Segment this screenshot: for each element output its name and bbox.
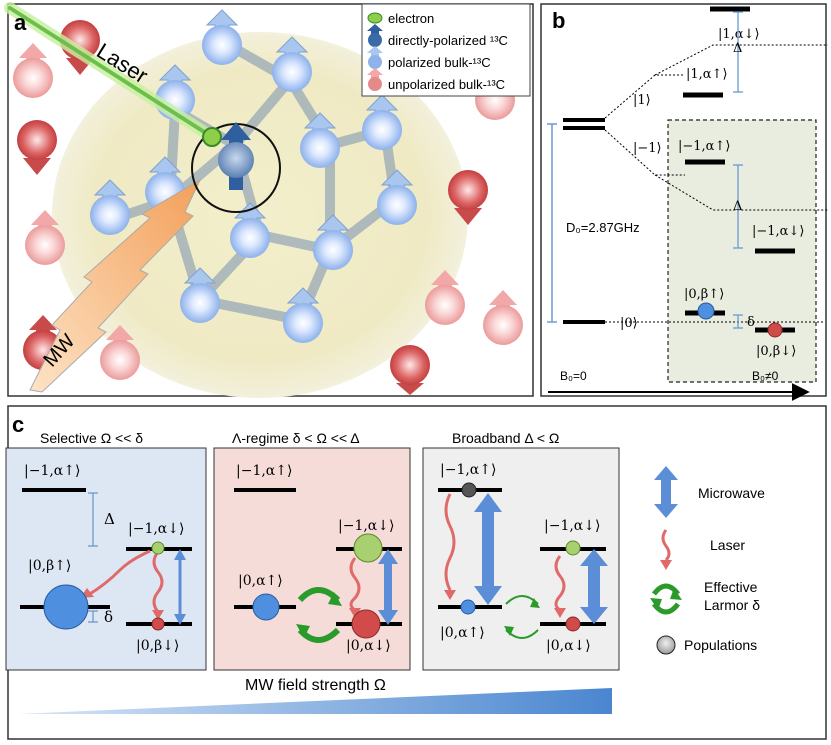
sel-laser-down bbox=[152, 551, 164, 613]
legend-laser: Laser bbox=[710, 537, 745, 553]
panel-b-letter: b bbox=[552, 8, 565, 33]
ket-0-bd: |0,β↓⟩ bbox=[756, 344, 796, 359]
zero-field-bracket bbox=[547, 123, 557, 323]
bb-laser-left bbox=[444, 493, 456, 591]
sel-pop-bot-left bbox=[43, 584, 89, 630]
panel-a-legend: electron directly-polarized ¹³C polarize… bbox=[361, 3, 531, 97]
ket-0-bu: |0,β↑⟩ bbox=[684, 287, 724, 302]
delta-lower: Δ bbox=[733, 199, 742, 214]
legend-direct: directly-polarized ¹³C bbox=[388, 33, 508, 48]
sel-ket-bot-right: |0,β↓⟩ bbox=[136, 638, 179, 654]
mw-zigzag bbox=[29, 178, 202, 393]
legend-direct-icon bbox=[367, 24, 383, 47]
sel-ket-top-right: |−1,α↓⟩ bbox=[128, 521, 184, 537]
laser-beam bbox=[4, 2, 218, 143]
sel-ket-top-left: |−1,α↑⟩ bbox=[24, 463, 80, 479]
delta-bracket-lower bbox=[733, 164, 743, 249]
population-0-bd bbox=[767, 322, 783, 338]
panel-c-legend: Microwave Laser Effective Larmor δ Popul… bbox=[650, 466, 765, 655]
directly-polarized-spin bbox=[218, 122, 254, 190]
lambda-title: Λ-regime δ < Ω << Δ bbox=[232, 430, 360, 446]
bb-pop-top-right bbox=[565, 540, 581, 556]
selective-regime: Selective Ω << δ |−1,α↑⟩ |−1,α↓⟩ |0,β↑⟩ … bbox=[5, 430, 207, 671]
level-connectors bbox=[604, 44, 828, 323]
population-0-bu bbox=[697, 302, 715, 320]
panel-a-letter: a bbox=[14, 10, 27, 35]
ket-m1-ad: |−1,α↓⟩ bbox=[752, 224, 804, 239]
sel-pop-bot-right bbox=[151, 617, 165, 631]
sel-ket-bot-left: |0,β↑⟩ bbox=[28, 558, 71, 574]
bb-pop-bot-right bbox=[565, 616, 581, 632]
legend-electron-icon bbox=[367, 12, 383, 24]
bb-ket-bot-right: |0,α↓⟩ bbox=[546, 638, 591, 654]
lam-ket-bot-right: |0,α↓⟩ bbox=[346, 638, 391, 654]
panel-a: Laser MW a electron directly-polarized ¹… bbox=[4, 2, 534, 398]
legend-laser-icon bbox=[661, 529, 671, 562]
legend-larmor: Larmor δ bbox=[704, 597, 760, 613]
polarized-spins bbox=[90, 9, 417, 343]
sel-small-delta: δ bbox=[104, 608, 113, 626]
ket-1-au: |1,α↑⟩ bbox=[686, 67, 728, 82]
sel-big-delta: Δ bbox=[104, 510, 115, 528]
bb-ket-top-left: |−1,α↑⟩ bbox=[440, 462, 496, 478]
field-strength-label: MW field strength Ω bbox=[245, 677, 386, 694]
lam-ket-bot-left: |0,α↑⟩ bbox=[238, 573, 283, 589]
ket-1-ad: |1,α↓⟩ bbox=[718, 27, 760, 42]
sel-pop-top-right bbox=[151, 541, 165, 555]
zero-field-splitting: D₀=2.87GHz bbox=[566, 220, 640, 235]
selective-box bbox=[5, 447, 207, 671]
legend-unpolarized-icon bbox=[367, 68, 383, 91]
lam-laser bbox=[349, 557, 361, 612]
legend-polarized-icon bbox=[367, 46, 383, 69]
broadband-title: Broadband Δ < Ω bbox=[452, 430, 559, 446]
bb-ket-top-right: |−1,α↓⟩ bbox=[544, 518, 600, 534]
electron-icon bbox=[202, 127, 222, 147]
panel-c: c Selective Ω << δ |−1,α↑⟩ |−1,α↓⟩ |0,β↑… bbox=[5, 405, 827, 740]
legend-microwave: Microwave bbox=[698, 485, 765, 501]
ket-minus-one: |−1⟩ bbox=[633, 141, 662, 156]
lambda-regime: Λ-regime δ < Ω << Δ |−1,α↑⟩ |−1,α↓⟩ |0,α… bbox=[213, 430, 411, 671]
lam-pop-bot-left bbox=[252, 593, 280, 621]
panel-c-letter: c bbox=[12, 412, 24, 437]
bb-pop-top-left bbox=[461, 482, 477, 498]
lam-ket-top-left: |−1,α↑⟩ bbox=[236, 463, 292, 479]
selective-title: Selective Ω << δ bbox=[40, 430, 143, 446]
delta-small-bracket bbox=[733, 314, 743, 329]
delta-bracket-upper bbox=[733, 11, 743, 93]
lam-ket-top-right: |−1,α↓⟩ bbox=[338, 518, 394, 534]
broadband-regime: Broadband Δ < Ω |−1,α↑⟩ |−1,α↓⟩ |0,α↑⟩ |… bbox=[422, 430, 620, 671]
legend-populations-icon bbox=[656, 635, 676, 655]
b0-nonzero-label: B₀≠0 bbox=[752, 369, 779, 383]
delta-upper: Δ bbox=[733, 41, 742, 56]
ket-m1-au: |−1,α↑⟩ bbox=[678, 139, 730, 154]
legend-polarized: polarized bulk-¹³C bbox=[388, 55, 491, 70]
legend-unpolarized: unpolarized bulk-¹³C bbox=[388, 77, 505, 92]
delta-small: δ bbox=[747, 315, 755, 330]
legend-electron: electron bbox=[388, 11, 434, 26]
bb-pop-bot-left bbox=[460, 599, 476, 615]
sel-delta-bracket bbox=[88, 492, 98, 623]
panel-b: b D₀=2.87GHz |1⟩ |−1⟩ |0⟩ |1,α↓⟩ |1,α↑⟩ bbox=[540, 3, 828, 401]
lam-pop-bot-right bbox=[351, 609, 381, 639]
field-strength-ramp bbox=[18, 688, 612, 714]
legend-populations: Populations bbox=[684, 637, 757, 653]
sel-laser-diag bbox=[87, 549, 151, 597]
b0-zero-label: B₀=0 bbox=[560, 369, 587, 383]
bb-laser-right bbox=[554, 555, 566, 612]
ket-plus-one: |1⟩ bbox=[633, 93, 651, 108]
lam-pop-top-right bbox=[353, 533, 383, 563]
bb-ket-bot-left: |0,α↑⟩ bbox=[440, 625, 485, 641]
ket-zero: |0⟩ bbox=[620, 316, 638, 331]
legend-effective: Effective bbox=[704, 579, 758, 595]
